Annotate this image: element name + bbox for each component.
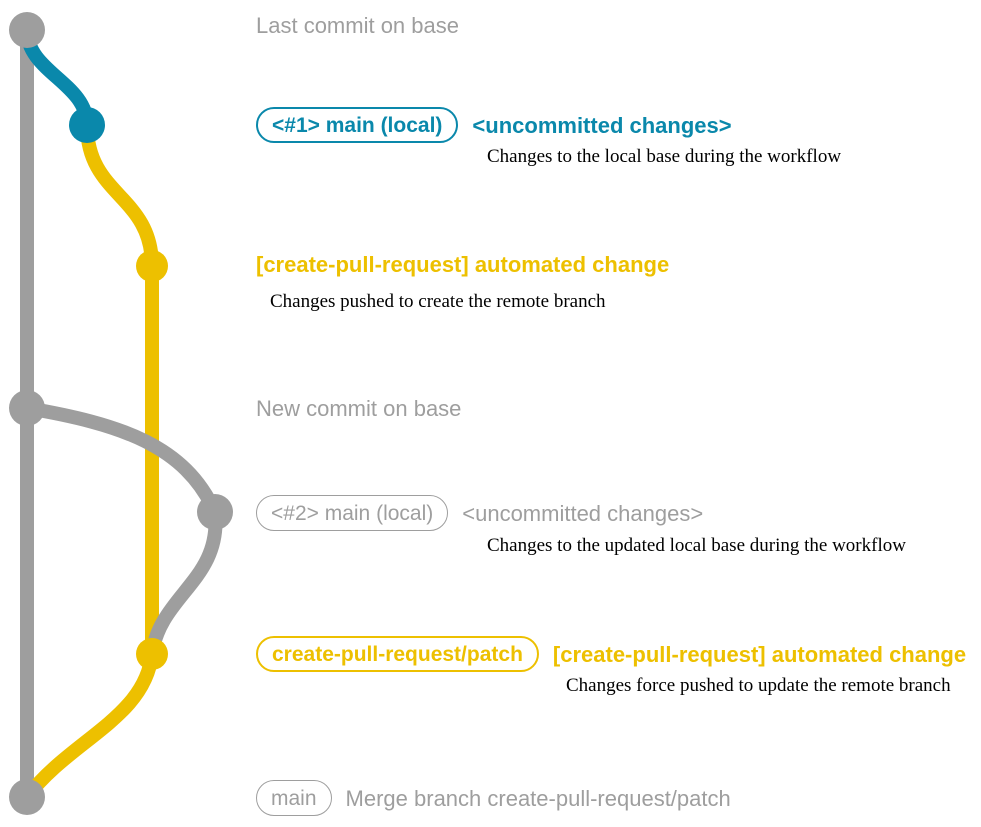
headline-automated-change-create: [create-pull-request] automated change: [256, 252, 670, 277]
annotation-automated-change-create: [create-pull-request] automated change: [256, 254, 669, 276]
description-local-uncommitted-2: Changes to the updated local base during…: [487, 535, 906, 556]
annotation-last-commit-on-base: Last commit on base: [256, 15, 459, 37]
description-automated-change-create: Changes pushed to create the remote bran…: [270, 291, 606, 312]
headline-last-commit-on-base: Last commit on base: [256, 13, 459, 38]
branch-pill-main[interactable]: main: [256, 780, 332, 816]
branch-pill-main-local-1[interactable]: <#1> main (local): [256, 107, 459, 143]
annotation-automated-change-update: create-pull-request/patch [create-pull-r…: [256, 636, 966, 672]
branch-pill-main-local-2[interactable]: <#2> main (local): [256, 495, 449, 531]
annotation-local-uncommitted-1: <#1> main (local) <uncommitted changes>: [256, 107, 732, 143]
annotation-new-commit-on-base: New commit on base: [256, 398, 461, 420]
headline-merge-commit: Merge branch create-pull-request/patch: [345, 786, 731, 811]
headline-automated-change-update: [create-pull-request] automated change: [552, 642, 967, 667]
headline-uncommitted-changes-2: <uncommitted changes>: [462, 501, 704, 526]
branch-pill-create-pull-request-patch[interactable]: create-pull-request/patch: [256, 636, 539, 672]
description-local-uncommitted-1: Changes to the local base during the wor…: [487, 146, 842, 167]
headline-new-commit-on-base: New commit on base: [256, 396, 462, 421]
description-automated-change-update: Changes force pushed to update the remot…: [566, 675, 951, 696]
annotation-local-uncommitted-2: <#2> main (local) <uncommitted changes>: [256, 495, 703, 531]
headline-uncommitted-changes-1: <uncommitted changes>: [472, 113, 732, 138]
annotation-merge-commit: main Merge branch create-pull-request/pa…: [256, 780, 731, 816]
